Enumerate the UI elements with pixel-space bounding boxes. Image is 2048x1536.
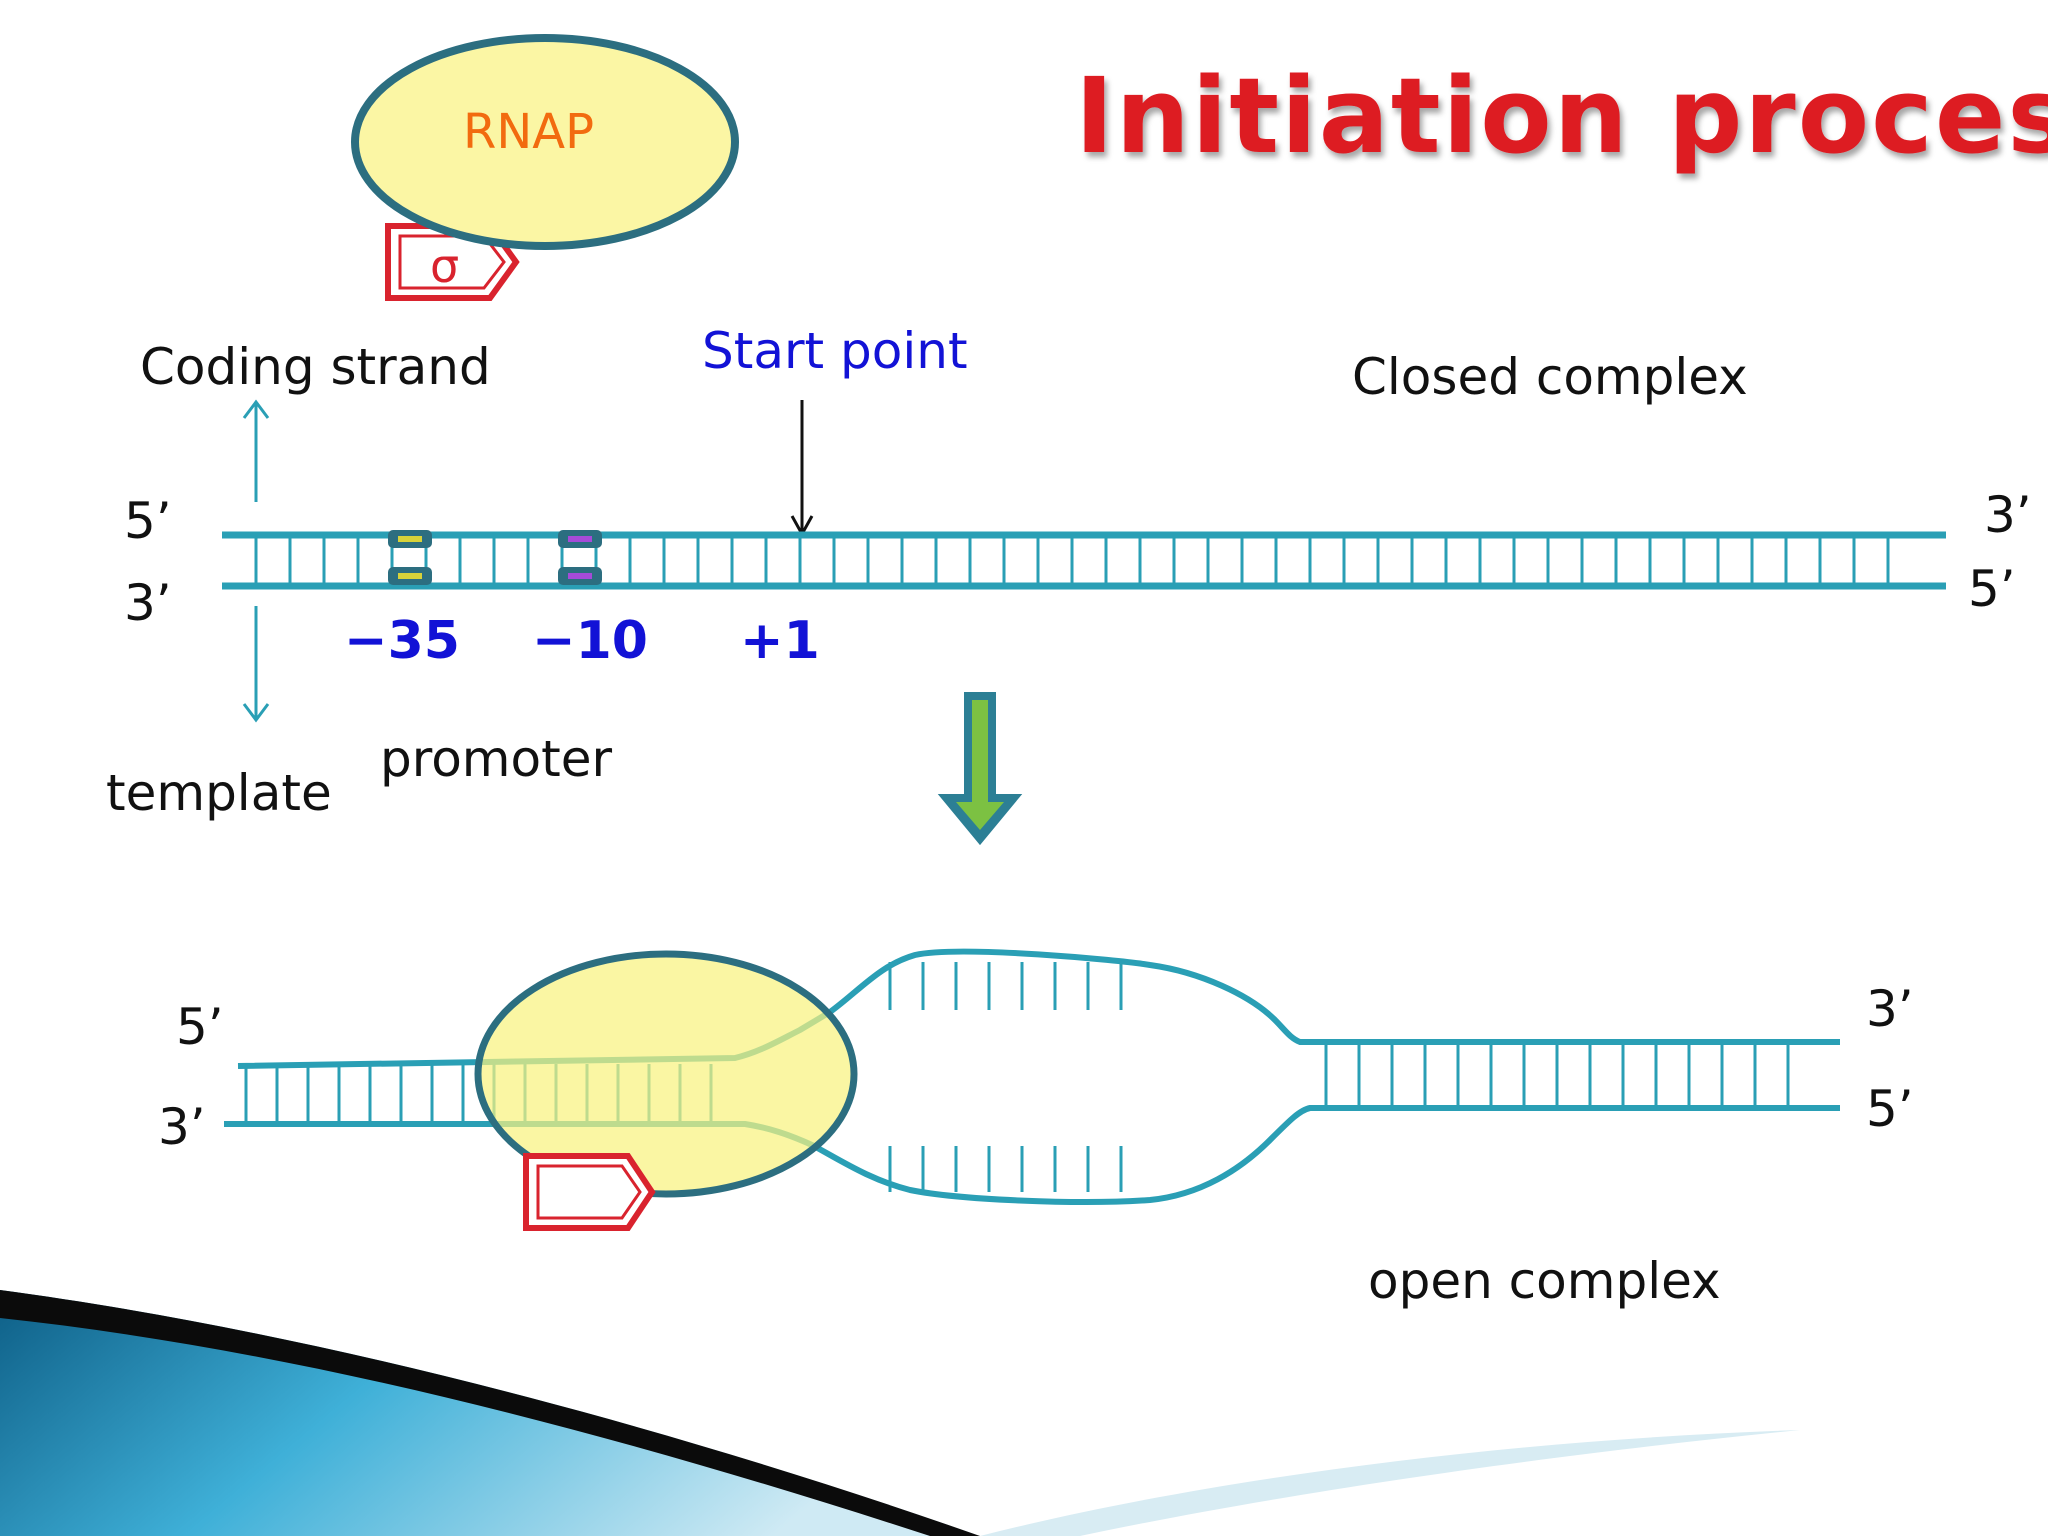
sigma-label: σ bbox=[430, 239, 459, 293]
open-top-left-end: 5’ bbox=[176, 998, 224, 1056]
open-top-strand bbox=[237, 948, 1840, 1069]
position-minus10: −10 bbox=[532, 611, 648, 671]
coding-strand-label: Coding strand bbox=[140, 338, 491, 396]
closed-complex-dna bbox=[222, 530, 1946, 590]
template-strand-arrow bbox=[242, 606, 270, 723]
minus35-box bbox=[388, 530, 432, 585]
sigma-factor-open bbox=[523, 1153, 656, 1231]
closed-bottom-right-end: 5’ bbox=[1968, 560, 2016, 618]
rnap-ellipse bbox=[351, 34, 739, 250]
open-complex-dna bbox=[224, 948, 1840, 1205]
slide-title: Initiation process bbox=[1075, 55, 2048, 177]
open-top-right-end: 3’ bbox=[1866, 980, 1914, 1038]
open-bottom-right-end: 5’ bbox=[1866, 1080, 1914, 1138]
closed-complex-label: Closed complex bbox=[1352, 348, 1748, 406]
open-bottom-left-end: 3’ bbox=[158, 1098, 206, 1156]
start-point-arrow bbox=[790, 400, 814, 538]
position-minus35: −35 bbox=[344, 611, 460, 671]
start-point-label: Start point bbox=[702, 322, 968, 380]
position-plus1: +1 bbox=[740, 611, 820, 671]
coding-strand-arrow bbox=[242, 399, 270, 502]
decorative-swoosh bbox=[0, 1290, 1800, 1536]
rnap-label: RNAP bbox=[463, 104, 594, 160]
template-label: template bbox=[106, 764, 332, 822]
transition-arrow bbox=[937, 692, 1023, 846]
open-bottom-strand bbox=[224, 1105, 1840, 1205]
closed-top-left-end: 5’ bbox=[124, 492, 172, 550]
rnap-open bbox=[474, 950, 858, 1231]
rnap-closed: σ RNAP bbox=[351, 34, 739, 301]
minus10-box bbox=[558, 530, 602, 585]
closed-bottom-left-end: 3’ bbox=[124, 574, 172, 632]
open-complex-label: open complex bbox=[1368, 1252, 1721, 1310]
closed-dna-rungs bbox=[254, 538, 1890, 584]
closed-top-right-end: 3’ bbox=[1984, 486, 2032, 544]
bubble-rungs bbox=[888, 962, 1123, 1192]
promoter-label: promoter bbox=[380, 730, 612, 788]
rnap-open-ellipse bbox=[474, 950, 858, 1198]
